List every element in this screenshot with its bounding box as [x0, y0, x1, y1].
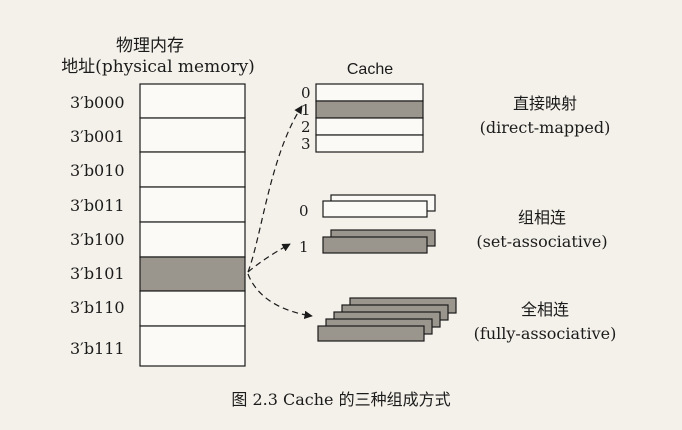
direct-index: 1 [301, 101, 311, 119]
direct-index: 3 [301, 135, 311, 153]
fully-associative-cache [317, 297, 457, 342]
memory-block [139, 186, 246, 223]
address-label: 3′b110 [70, 298, 125, 317]
set-associative-label-en: (set-associative) [476, 232, 608, 251]
address-label: 3′b111 [70, 339, 125, 358]
memory-block [139, 290, 246, 327]
memory-column [139, 83, 246, 367]
address-label: 3′b001 [70, 127, 125, 146]
direct-index: 2 [301, 118, 311, 136]
cache-way [322, 200, 428, 218]
address-label: 3′b100 [70, 230, 125, 249]
fully-associative-label-cn: 全相连 [520, 300, 569, 319]
set-associative-label-cn: 组相连 [517, 208, 566, 227]
address-label: 3′b010 [70, 161, 125, 180]
arrow-to-set-associative [247, 243, 291, 273]
address-label: 3′b011 [70, 196, 125, 215]
memory-title-cn: 物理内存 [116, 36, 184, 56]
direct-mapped-label-cn: 直接映射 [512, 94, 577, 113]
direct-index: 0 [301, 84, 311, 102]
cache-line [315, 117, 424, 136]
set-associative-cache [322, 194, 436, 254]
address-label: 3′b000 [70, 93, 125, 112]
figure-caption: 图 2.3 Cache 的三种组成方式 [231, 390, 451, 409]
arrow-to-direct-mapped [247, 105, 303, 273]
cache-title: Cache [346, 61, 394, 78]
address-label: 3′b101 [70, 264, 125, 283]
memory-block [139, 221, 246, 258]
arrow-to-fully-associative [247, 273, 313, 320]
mapping-arrows [247, 105, 313, 320]
set-index: 0 [299, 202, 309, 220]
set-index: 1 [299, 238, 309, 256]
cache-way-highlighted [317, 325, 425, 342]
memory-block [139, 117, 246, 153]
cache-way-highlighted [322, 236, 428, 254]
cache-line-highlighted [315, 100, 424, 119]
memory-title-en: 地址(physical memory) [61, 57, 255, 77]
cache-line [315, 83, 424, 102]
memory-block [139, 83, 246, 119]
memory-block [139, 151, 246, 188]
fully-associative-label-en: (fully-associative) [473, 324, 617, 343]
cache-line [315, 134, 424, 153]
memory-block-highlighted [139, 256, 246, 292]
direct-mapped-label-en: (direct-mapped) [479, 118, 611, 137]
memory-block [139, 325, 246, 367]
direct-mapped-cache [315, 83, 424, 153]
